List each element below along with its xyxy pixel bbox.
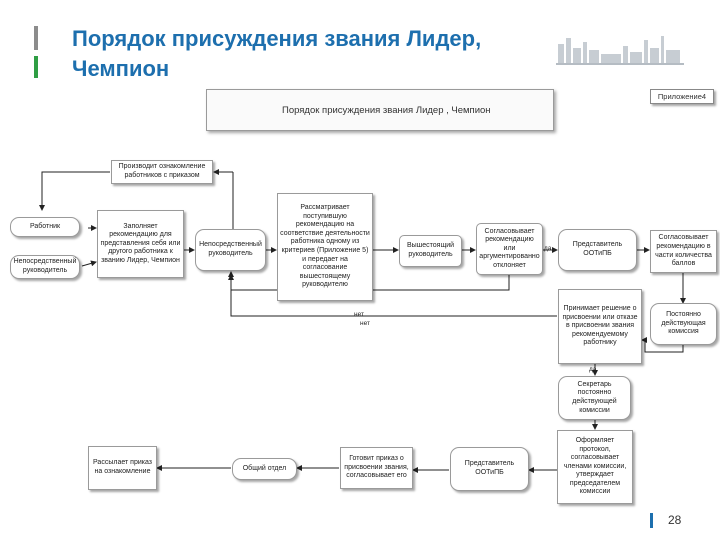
- decides-node: Принимает решение о присвоении или отказ…: [558, 289, 642, 364]
- page-number-bar: [650, 513, 653, 528]
- worker-node: Работник: [10, 217, 80, 237]
- secretary-node: Секретарь постоянно действующей комиссии: [558, 376, 631, 420]
- edge-label-no-1: нет: [354, 311, 364, 318]
- title-accent-bar-green: [34, 56, 38, 78]
- slide-title: Порядок присуждения звания Лидер, Чемпио…: [72, 26, 482, 81]
- reviews-node: Рассматривает поступившую рекомендацию н…: [277, 193, 373, 301]
- prepares-order-node: Готовит приказ о присвоении звания, согл…: [340, 447, 413, 489]
- skyline-logo-icon: [556, 36, 684, 65]
- edge-label-yes-top: да: [544, 245, 552, 252]
- fills-recommendation-node: Заполняет рекомендацию для представления…: [97, 210, 184, 278]
- agrees-or-rejects-node: Согласовывает рекомендацию или аргументи…: [476, 223, 543, 275]
- direct-manager-left-node: Непосредственный руководитель: [10, 255, 80, 279]
- senior-manager-node: Вышестоящий руководитель: [399, 235, 462, 267]
- familiarizes-workers-node: Производит ознакомление работников с при…: [111, 160, 213, 184]
- edge-label-no-2: нет: [360, 320, 370, 327]
- diagram-header: Порядок присуждения звания Лидер , Чемпи…: [206, 89, 554, 131]
- title-accent-bar: [34, 26, 38, 50]
- general-dept-node: Общий отдел: [232, 458, 297, 480]
- direct-manager-center-node: Непосредственный руководитель: [195, 229, 266, 271]
- sends-order-node: Рассылает приказ на ознакомление: [88, 446, 157, 490]
- page-number: 28: [668, 513, 682, 527]
- edge-label-yes-bottom: да: [589, 366, 597, 373]
- agrees-points-node: Согласовывает рекомендацию в части колич…: [650, 230, 717, 273]
- appendix-label: Приложение4: [650, 89, 714, 104]
- ootipb-rep-top-node: Представитель ООТиПБ: [558, 229, 637, 271]
- protocol-node: Оформляет протокол, согласовывает членам…: [557, 430, 633, 504]
- standing-commission-node: Постоянно действующая комиссия: [650, 303, 717, 345]
- ootipb-rep-bottom-node: Представитель ООТиПБ: [450, 447, 529, 491]
